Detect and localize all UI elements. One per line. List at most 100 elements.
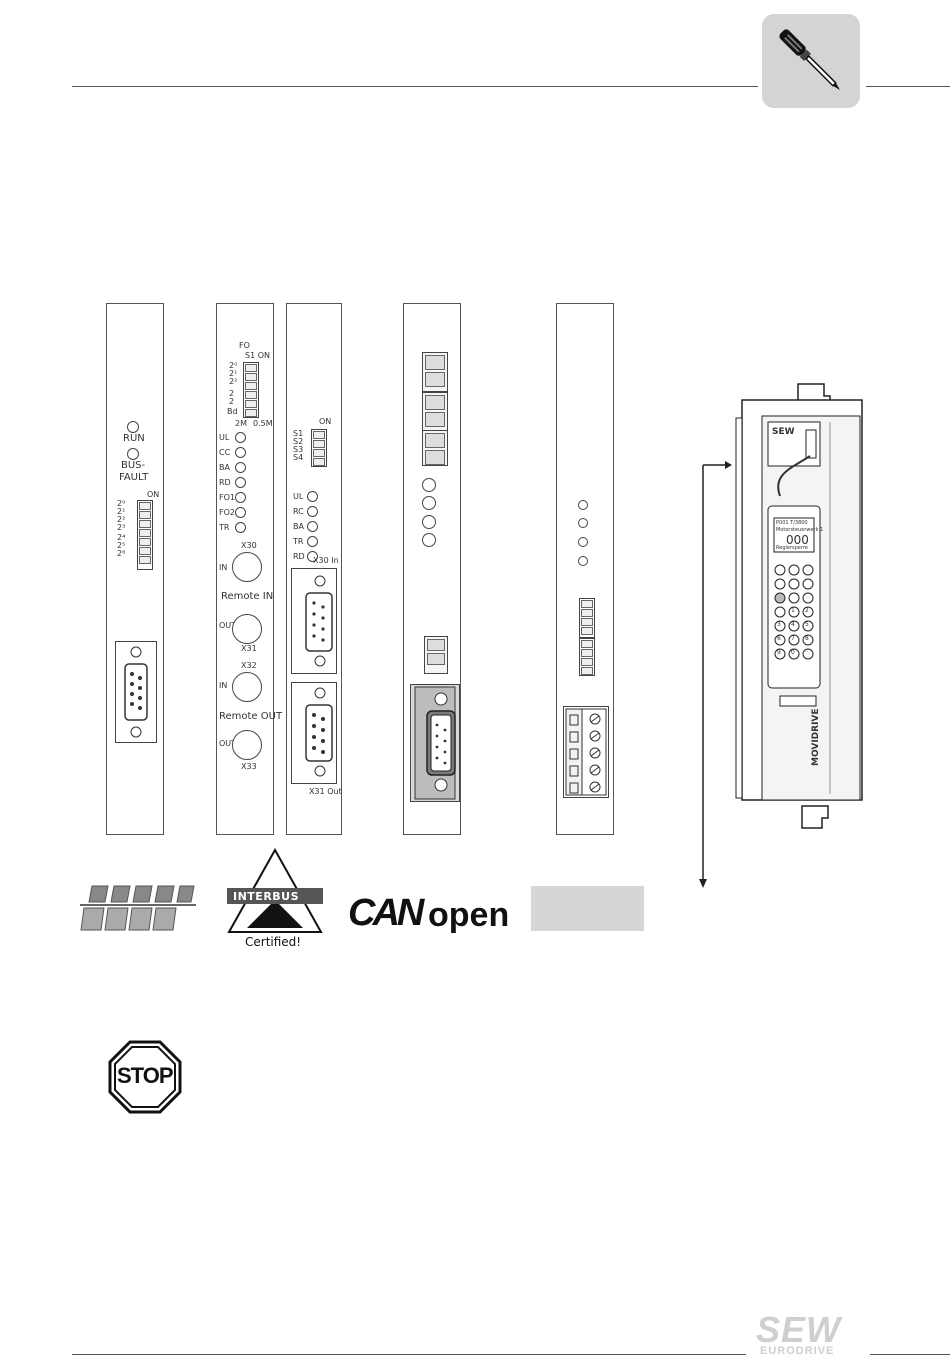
dn-dip-switch-2[interactable] [579,638,595,676]
fo-dip-bit-4: 2 [229,397,235,406]
certified-text: Certified! [245,935,302,949]
canopen-option-card [403,303,461,835]
x33-fo-port[interactable] [232,730,262,760]
switch-s3: S3 [293,445,304,454]
ib-led-label-1: RC [293,507,304,516]
fo-bd-label: Bd [227,407,238,416]
x30-fo-port[interactable] [232,552,262,582]
fo-led-label-3: RD [219,478,231,487]
sub-d-connector [115,641,157,743]
x33-out-label: OUT [219,739,237,748]
dn-led-3 [578,537,588,547]
canopen-led-2 [422,496,436,510]
fo-led-fo1 [235,492,246,503]
header-rule [72,86,758,87]
s1-on-label: S1 ON [245,351,270,360]
fo-dip-switch[interactable] [243,362,259,418]
fo-led-label-6: TR [219,523,230,532]
terminal-block-1[interactable] [422,352,448,392]
bus-fault-label-2: FAULT [119,472,149,483]
key-7: 7 [791,635,795,642]
stop-text: STOP [117,1063,174,1088]
half-m-label: 0.5M [253,419,273,428]
ib-led-label-2: BA [293,522,304,531]
ib-led-rd [307,551,318,562]
canopen-can-text: CAN [348,892,424,934]
fo-dip-bit-3: 2 [229,389,235,398]
ib-led-ba [307,521,318,532]
ib-led-label-3: TR [293,537,304,546]
fo-led-label-4: FO1 [219,493,235,502]
fo-label: FO [239,341,250,350]
dip-bit-1: 2¹ [117,507,126,516]
drive-display-mid: Motorsteuerwerk 1 [776,527,824,533]
eurodrive-text: EURODRIVE [760,1345,835,1357]
key-0: 0 [791,649,795,656]
dn-dip-switch-1[interactable] [579,598,595,638]
ib-led-rc [307,506,318,517]
x32-fo-port[interactable] [232,672,262,702]
connection-arrow [699,461,732,888]
terminal-block-3[interactable] [422,430,448,466]
canopen-led-3 [422,515,436,529]
canopen-dip-switch[interactable] [424,636,448,674]
dip-bit-3: 2³ [117,523,126,532]
dip-bit-6: 2⁶ [117,549,126,558]
fo-led-label-1: CC [219,448,231,457]
header-rule-right [866,86,950,87]
ib-led-tr [307,536,318,547]
footer-rule-right [870,1354,950,1355]
key-9: 9 [777,649,781,656]
fo-led-rd [235,477,246,488]
drive-display-top: P001 T/3800 [776,520,808,526]
bus-fault-led [127,448,139,460]
x32-in-label: IN [219,681,228,690]
drive-keypad[interactable]: 1 2 3 4 5 6 7 8 9 0 . [772,562,818,682]
fo-led-ba [235,462,246,473]
canopen-led-4 [422,533,436,547]
run-led [127,421,139,433]
interbus-option-card: ON S1 S2 S3 S4 UL RC BA TR RD X30 In [286,303,342,835]
sew-eurodrive-logo: SEW EURODRIVE [756,1312,866,1360]
interbus-dip-switch[interactable] [311,429,327,467]
fo-dip-bit-1: 2¹ [229,369,238,378]
x31-out-port-label: X31 Out [309,787,342,796]
ib-led-label-0: UL [293,492,304,501]
address-dip-switch[interactable] [137,500,153,570]
x31-fo-port[interactable] [232,614,262,644]
x30-sub-d-connector[interactable] [291,568,337,674]
drive-brand: SEW [772,427,795,437]
dip-bit-0: 2⁰ [117,499,126,508]
terminal-block-2[interactable] [422,392,448,432]
dn-terminal-connector[interactable] [563,706,609,798]
x31-sub-d-connector[interactable] [291,682,337,784]
x30-in-label: IN [219,563,228,572]
canopen-led-1 [422,478,436,492]
x30-label: X30 [241,541,257,550]
fo-led-cc [235,447,246,458]
canopen-logo: CAN open [348,894,528,942]
remote-in-label: Remote IN [221,591,274,602]
dip-on-label: ON [147,490,160,499]
key-4: 4 [791,621,795,628]
profibus-logo [80,884,196,934]
fo-led-ul [235,432,246,443]
fo-led-label-5: FO2 [219,508,235,517]
stop-sign-icon: STOP [108,1040,182,1114]
ib-led-ul [307,491,318,502]
drive-display-bottom: Reglersperre [776,545,808,551]
canopen-sub-d-connector[interactable] [410,684,460,802]
key-dot: . [806,647,808,654]
dn-led-2 [578,518,588,528]
key-3: 3 [777,621,781,628]
fo-led-label-0: UL [219,433,230,442]
movidrive-unit: SEW P001 T/3800 Motorsteuerwerk 1 000 Re… [732,378,872,838]
dip-bit-5: 2⁵ [117,541,126,550]
canopen-open-text: open [428,896,510,934]
sew-brand-text: SEW [756,1309,842,1350]
x33-label: X33 [241,762,257,771]
drive-display-value: 000 [786,533,809,547]
x32-label: X32 [241,661,257,670]
screwdriver-icon [762,14,860,108]
ib-led-label-4: RD [293,552,305,561]
